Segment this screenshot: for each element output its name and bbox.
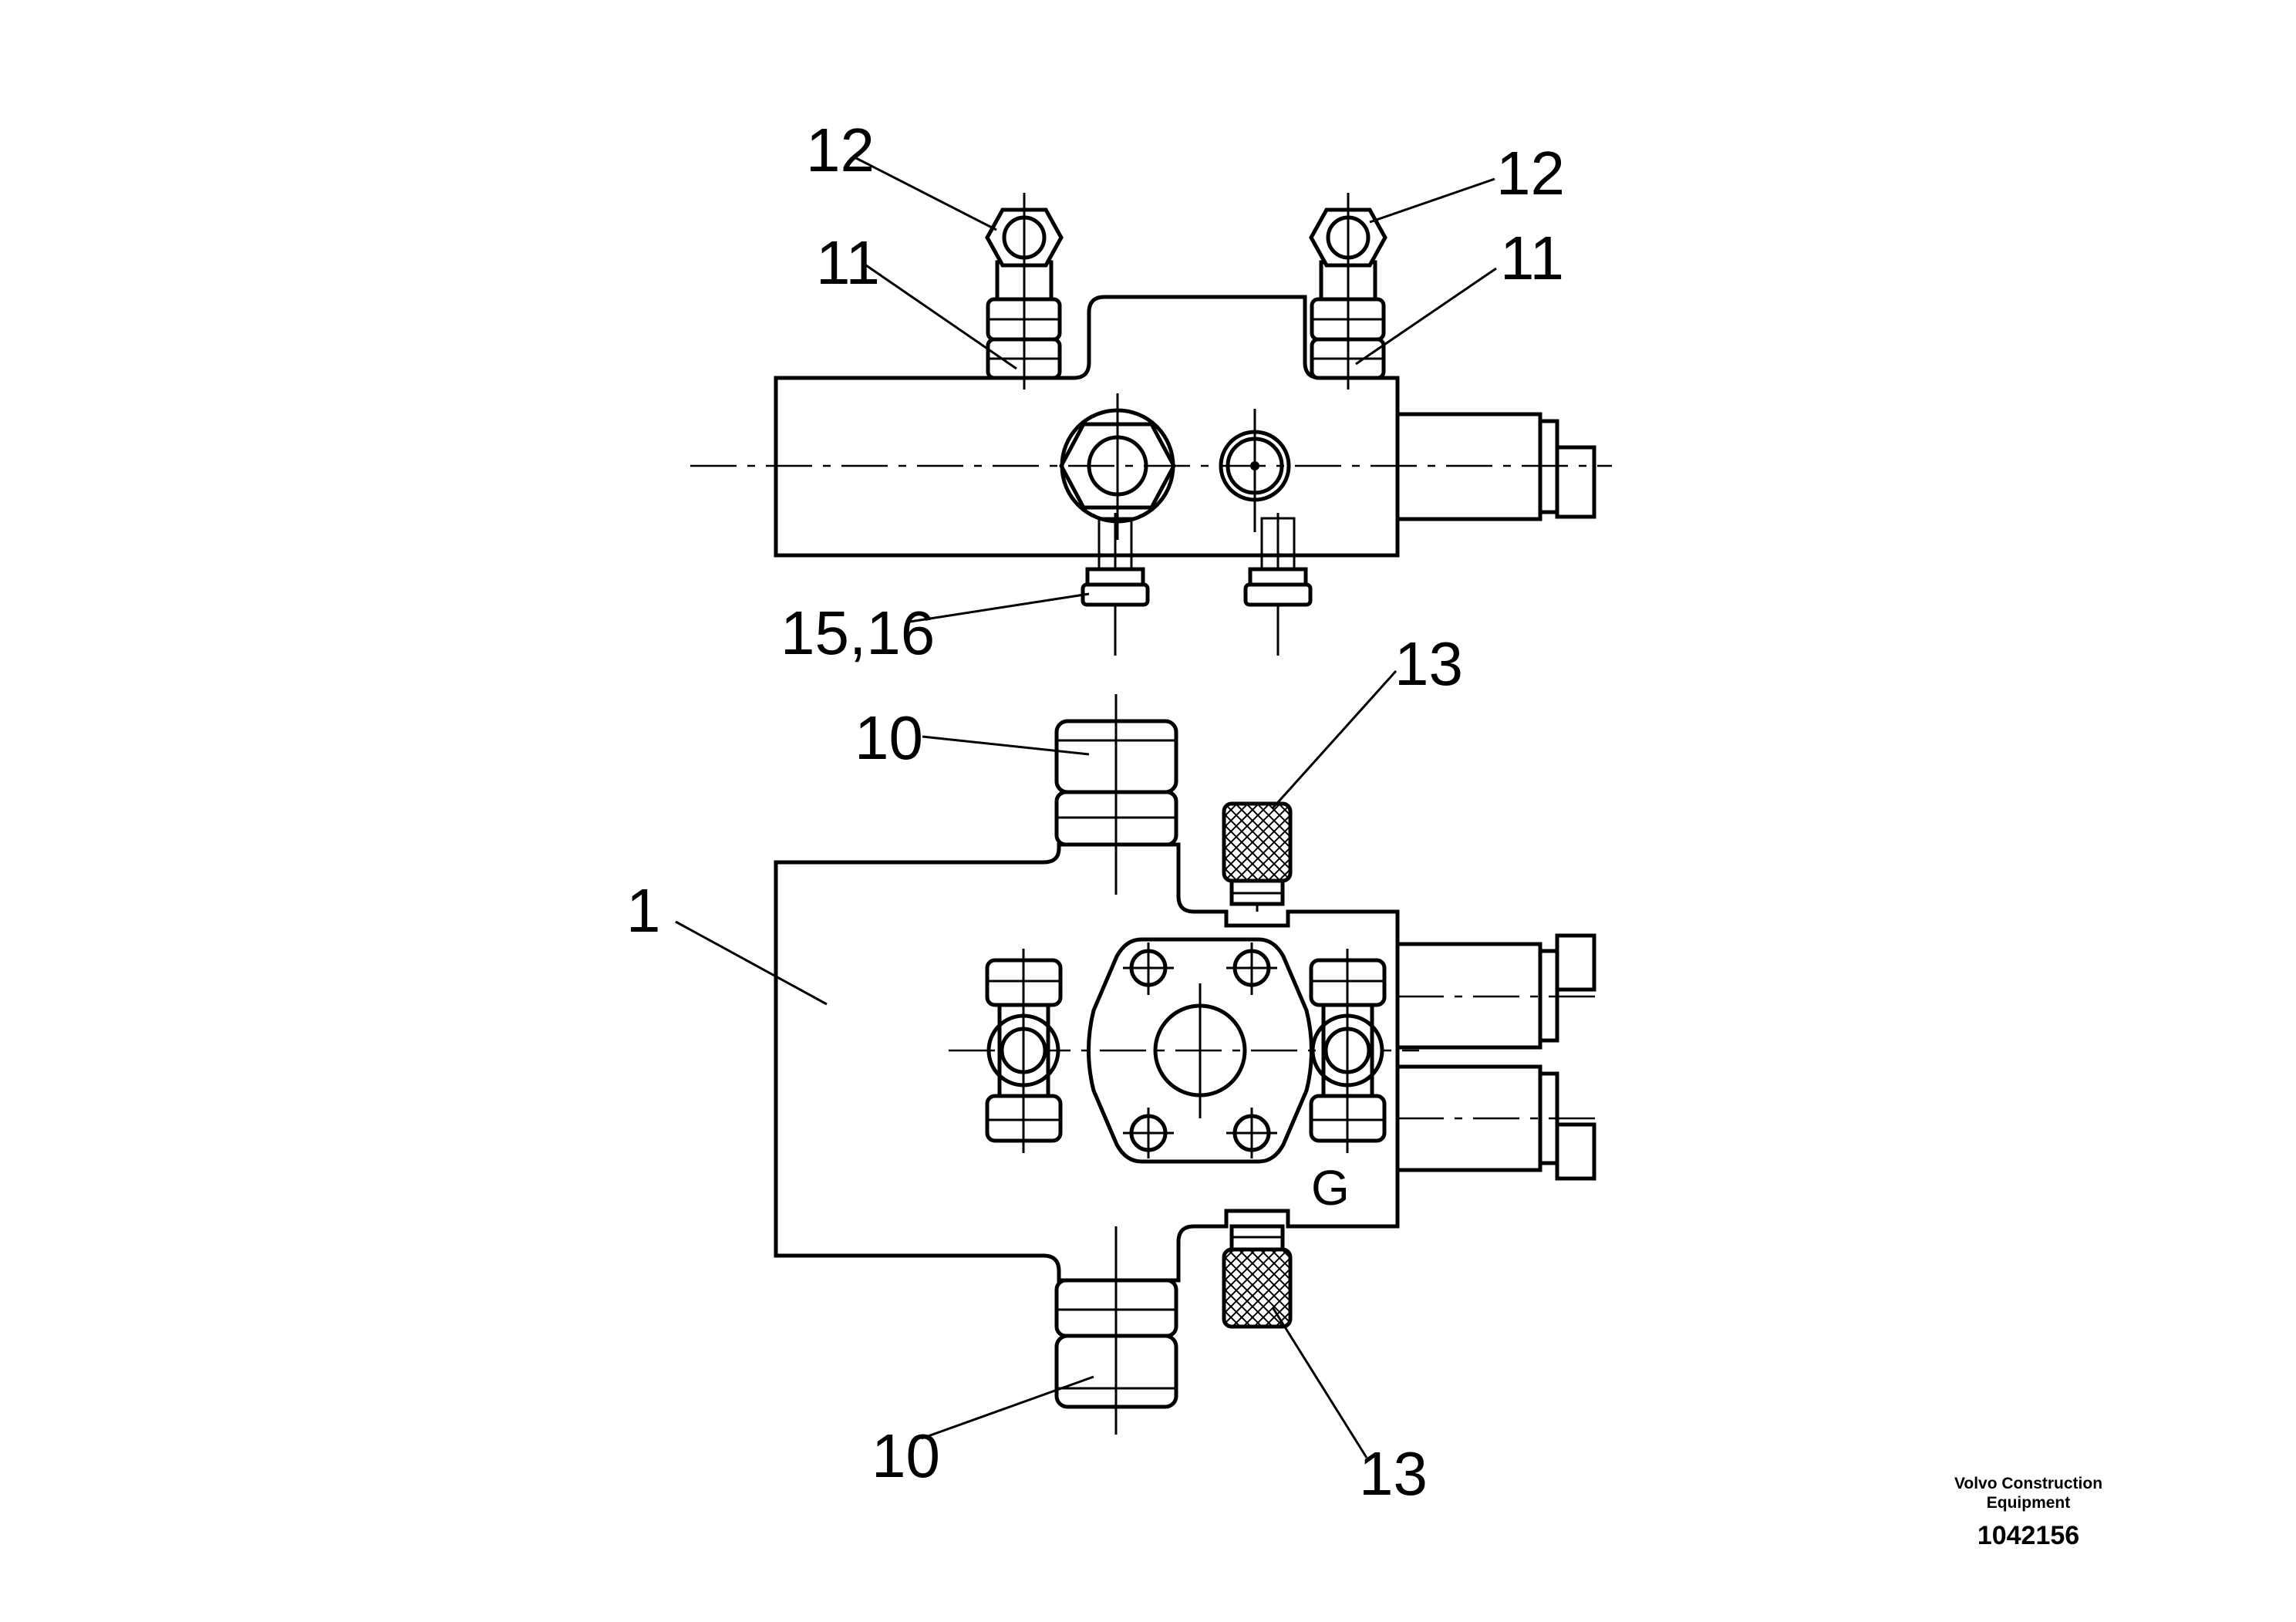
- callout-10-top: 10: [855, 703, 923, 772]
- brand-line-2: Equipment: [1987, 1494, 2071, 1512]
- callout-12-left: 12: [806, 116, 875, 184]
- cartridge-upper: [1395, 933, 1596, 1050]
- callout-13-top: 13: [1394, 629, 1463, 698]
- callout-1: 1: [626, 876, 661, 945]
- elbow-fitting-left: [985, 193, 1064, 389]
- brand-block: Volvo Construction Equipment 1042156: [1954, 1475, 2102, 1550]
- side-fitting-left: [985, 949, 1063, 1153]
- drawing-number: 1042156: [1977, 1521, 2079, 1550]
- knurled-plug-13-top: [1222, 801, 1293, 912]
- valve-bottom-view: G: [774, 694, 1596, 1435]
- small-port: [1219, 409, 1291, 532]
- callout-15-16: 15,16: [781, 599, 935, 667]
- flange-plate: [1087, 937, 1313, 1164]
- callout-13-bottom: 13: [1359, 1439, 1428, 1508]
- cartridge-lower: [1395, 1064, 1596, 1181]
- brand-line-1: Volvo Construction: [1954, 1475, 2102, 1492]
- center-hex-fitting: [1059, 393, 1176, 540]
- leader-lines: [675, 157, 1497, 1458]
- side-fitting-right: [1309, 949, 1387, 1153]
- screw-bottom-right: [1243, 513, 1313, 656]
- elbow-fitting-right: [1309, 193, 1387, 389]
- callout-11-left: 11: [816, 228, 880, 297]
- nut-10-bottom: [1054, 1226, 1178, 1435]
- knurled-plug-13-bottom: [1222, 1224, 1293, 1329]
- nut-10-top: [1054, 694, 1178, 895]
- callout-11-right: 11: [1500, 224, 1564, 292]
- screw-15-16-left: [1081, 513, 1150, 656]
- callout-12-right: 12: [1496, 139, 1565, 207]
- port-mark-g: G: [1311, 1160, 1350, 1216]
- valve-body-bottom-view: [774, 842, 1400, 1283]
- callout-labels: 12 12 11 11 15,16 13 10 1 13 10: [626, 116, 1565, 1508]
- callout-10-bottom: 10: [872, 1421, 940, 1490]
- valve-top-view: [690, 193, 1612, 656]
